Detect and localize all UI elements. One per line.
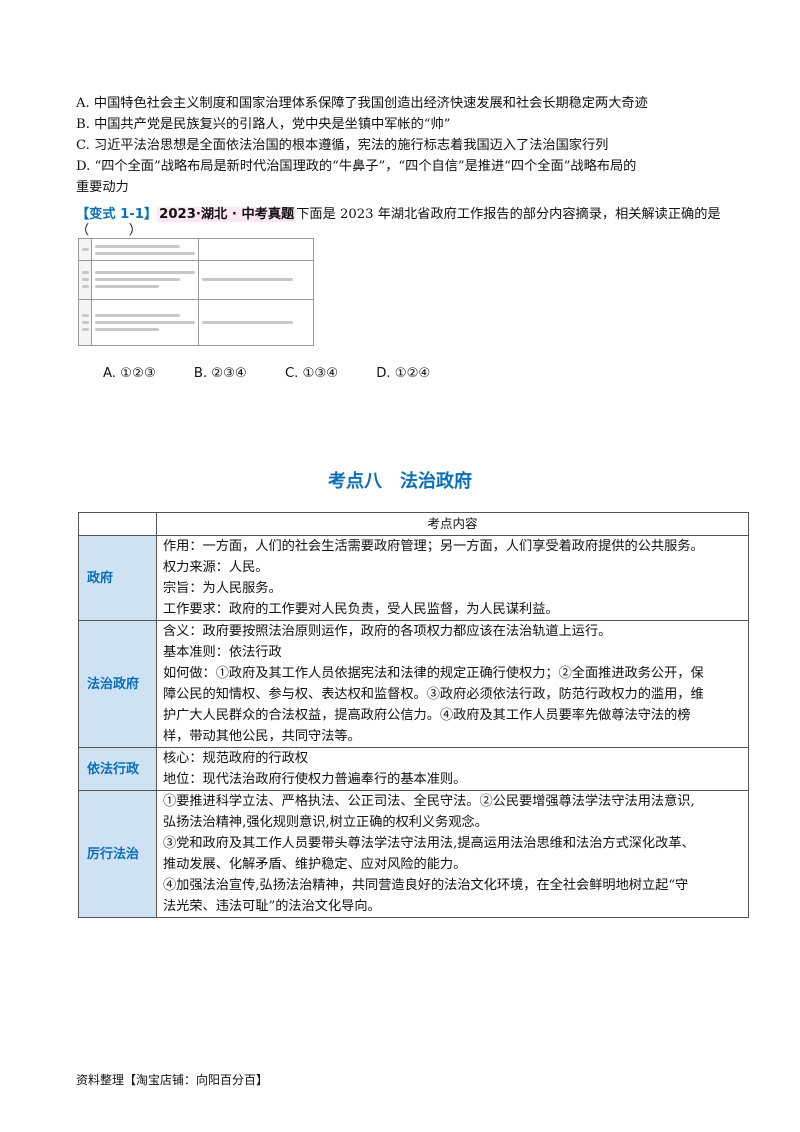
content-line: 含义：政府要按照法治原则运作，政府的各项权力都应该在法治轨道上运行。: [163, 624, 612, 639]
content-line: 作用：一方面，人们的社会生活需要政府管理；另一方面，人们享受着政府提供的公共服务…: [163, 539, 704, 554]
content-line: 如何做：①政府及其工作人员依据宪法和法律的规定正确行使权力；②全面推进政务公开，…: [163, 666, 704, 681]
content-line: 推动发展、化解矛盾、维护稳定、应对风险的能力。: [163, 857, 467, 872]
row-content: 含义：政府要按照法治原则运作，政府的各项权力都应该在法治轨道上运行。 基本准则：…: [156, 620, 749, 748]
content-line: ④加强法治宣传,弘扬法治精神，共同营造良好的法治文化环境，在全社会鲜明地树立起“…: [163, 878, 689, 893]
table-row: 政府 作用：一方面，人们的社会生活需要政府管理；另一方面，人们享受着政府提供的公…: [78, 535, 749, 621]
content-line: 地位：现代法治政府行使权力普遍奉行的基本准则。: [163, 772, 467, 787]
table-row: 依法行政 核心：规范政府的行政权 地位：现代法治政府行使权力普遍奉行的基本准则。: [78, 747, 749, 791]
option-d: D. “四个全面”战略布局是新时代治国理政的“牛鼻子”，“四个自信”是推进“四个…: [76, 159, 637, 174]
variant-question: 【变式 1-1】2023·湖北 · 中考真题下面是 2023 年湖北省政府工作报…: [76, 203, 721, 222]
content-line: 样，带动其他公民，共同守法等。: [163, 729, 361, 744]
choice-d: D. ①②④: [376, 366, 431, 381]
content-line: 护广大人民群众的合法权益，提高政府公信力。④政府及其工作人员要率先做尊法守法的榜: [163, 708, 691, 723]
content-line: 核心：规范政府的行政权: [163, 751, 309, 766]
option-a: A. 中国特色社会主义制度和国家治理体系保障了我国创造出经济快速发展和社会长期稳…: [76, 96, 648, 111]
table-header: 考点内容: [156, 512, 749, 536]
content-line: ①要推进科学立法、严格执法、公正司法、全民守法。②公民要增强尊法学法守法用法意识…: [163, 794, 695, 809]
choice-a: A. ①②③: [103, 366, 156, 381]
content-line: 法光荣、违法可耻”的法治文化导向。: [163, 899, 381, 914]
row-label: 政府: [78, 535, 157, 621]
row-label: 厉行法治: [78, 790, 157, 918]
excerpt-cell: [198, 237, 314, 262]
option-b: B. 中国共产党是民族复兴的引路人，党中央是坐镇中军帐的“帅”: [76, 117, 451, 132]
table-row: 厉行法治 ①要推进科学立法、严格执法、公正司法、全民守法。②公民要增强尊法学法守…: [78, 790, 749, 918]
excerpt-cell: [198, 260, 314, 300]
excerpt-cell: [78, 237, 92, 262]
variant-tag: 【变式 1-1】: [76, 207, 158, 222]
row-label: 法治政府: [78, 620, 157, 748]
excerpt-cell: [91, 298, 199, 347]
variant-source: 2023·湖北 · 中考真题: [157, 207, 297, 222]
row-label: 依法行政: [78, 747, 157, 791]
knowledge-table: 考点内容 政府 作用：一方面，人们的社会生活需要政府管理；另一方面，人们享受着政…: [78, 512, 749, 918]
content-line: 工作要求：政府的工作要对人民负责，受人民监督，为人民谋利益。: [163, 602, 559, 617]
row-content: ①要推进科学立法、严格执法、公正司法、全民守法。②公民要增强尊法学法守法用法意识…: [156, 790, 749, 918]
row-content: 核心：规范政府的行政权 地位：现代法治政府行使权力普遍奉行的基本准则。: [156, 747, 749, 791]
row-content: 作用：一方面，人们的社会生活需要政府管理；另一方面，人们享受着政府提供的公共服务…: [156, 535, 749, 621]
footer-note: 资料整理【淘宝店铺：向阳百分百】: [76, 1073, 269, 1087]
choice-b: B. ②③④: [193, 366, 247, 381]
excerpt-cell: [78, 298, 92, 347]
excerpt-cell: [91, 260, 199, 300]
content-line: 基本准则：依法行政: [163, 645, 282, 660]
excerpt-cell: [198, 298, 314, 347]
option-c: C. 习近平法治思想是全面依法治国的根本遵循，宪法的施行标志着我国迈入了法治国家…: [76, 138, 609, 153]
excerpt-cell: [91, 237, 199, 262]
variant-text: 下面是 2023 年湖北省政府工作报告的部分内容摘录，相关解读正确的是: [296, 207, 721, 222]
table-row: 法治政府 含义：政府要按照法治原则运作，政府的各项权力都应该在法治轨道上运行。 …: [78, 620, 749, 748]
excerpt-cell: [78, 260, 92, 300]
answer-paren: （ ）: [76, 223, 142, 238]
content-line: ③党和政府及其工作人员要带头尊法学法守法用法,提高运用法治思维和法治方式深化改革…: [163, 836, 695, 851]
choice-c: C. ①③④: [284, 366, 339, 381]
content-line: 权力来源：人民。: [163, 560, 269, 575]
table-corner: [78, 512, 157, 536]
report-excerpt-image: [78, 237, 314, 347]
section-title: 考点八 法治政府: [328, 471, 472, 492]
answer-choices: A. ①②③ B. ②③④ C. ①③④ D. ①②④: [103, 366, 464, 381]
option-d-continued: 重要动力: [76, 180, 129, 195]
content-line: 障公民的知情权、参与权、表达权和监督权。③政府必须依法行政，防范行政权力的滥用，…: [163, 687, 704, 702]
content-line: 宗旨：为人民服务。: [163, 581, 282, 596]
content-line: 弘扬法治精神,强化规则意识,树立正确的权利义务观念。: [163, 815, 488, 830]
